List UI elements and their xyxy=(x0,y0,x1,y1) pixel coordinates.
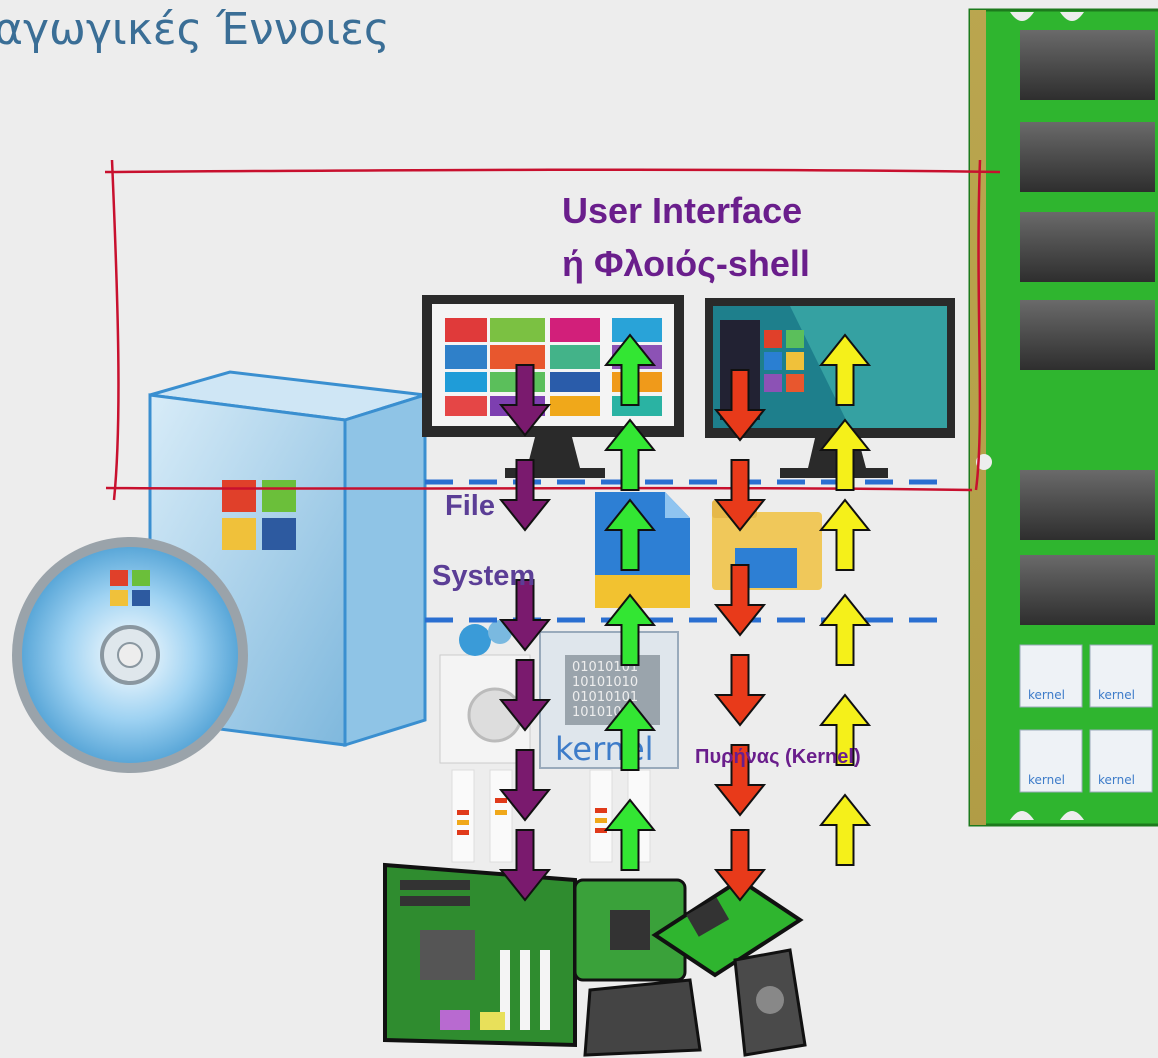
arrow-down-icon xyxy=(713,744,767,817)
arrow-up-icon xyxy=(818,693,872,766)
ui-label-line1: User Interface xyxy=(562,190,803,231)
arrow-up-icon xyxy=(603,418,657,491)
arrow-down-icon xyxy=(498,749,552,822)
data-flow-arrows xyxy=(498,333,872,902)
install-disc-icon xyxy=(12,537,248,773)
arrow-down-icon xyxy=(713,829,767,902)
arrow-up-icon xyxy=(603,333,657,406)
arrow-down-icon xyxy=(713,459,767,532)
ram-module-icon: kernel kernel kernel kernel xyxy=(968,8,1158,827)
hard-drive-icon xyxy=(733,948,807,1057)
svg-text:10101010: 10101010 xyxy=(572,675,638,690)
arrow-down-icon xyxy=(498,829,552,902)
arrow-up-icon xyxy=(603,798,657,871)
arrow-up-icon xyxy=(818,593,872,666)
file-system-label-system: System xyxy=(432,560,536,592)
file-icon xyxy=(595,492,690,608)
page-title: αγωγικές Έννοιες xyxy=(0,4,390,55)
arrow-down-icon xyxy=(498,659,552,732)
arrow-up-icon xyxy=(818,793,872,866)
arrow-up-icon xyxy=(603,698,657,771)
kernel-icon: 01010101 10101010 01010101 10101010 kern… xyxy=(539,631,679,769)
arrow-down-icon xyxy=(713,564,767,637)
svg-text:01010101: 01010101 xyxy=(572,690,638,705)
svg-text:kernel: kernel xyxy=(1098,688,1135,702)
ui-label-line2: ή Φλοιός-shell xyxy=(562,243,810,284)
svg-text:kernel: kernel xyxy=(1098,773,1135,787)
arrow-up-icon xyxy=(818,418,872,491)
arrow-down-icon xyxy=(498,459,552,532)
arrow-up-icon xyxy=(603,593,657,666)
kernel-layer-label: Πυρήνας (Kernel) xyxy=(695,746,861,768)
monitor-desktop-icon xyxy=(705,298,955,478)
arrow-up-icon xyxy=(603,498,657,571)
arrow-down-icon xyxy=(713,369,767,442)
kernel-icon: kernel kernel kernel kernel xyxy=(1019,644,1153,793)
chip-icon xyxy=(573,877,804,1057)
arrow-down-icon xyxy=(498,364,552,437)
svg-text:kernel: kernel xyxy=(1028,773,1065,787)
arrow-up-icon xyxy=(818,333,872,406)
arrow-down-icon xyxy=(498,579,552,652)
arrow-up-icon xyxy=(818,498,872,571)
arrow-down-icon xyxy=(713,654,767,727)
motherboard-icon xyxy=(383,862,577,1048)
file-system-label-file: File xyxy=(445,490,495,522)
svg-text:kernel: kernel xyxy=(1028,688,1065,702)
monitor-metro-icon xyxy=(422,295,684,478)
